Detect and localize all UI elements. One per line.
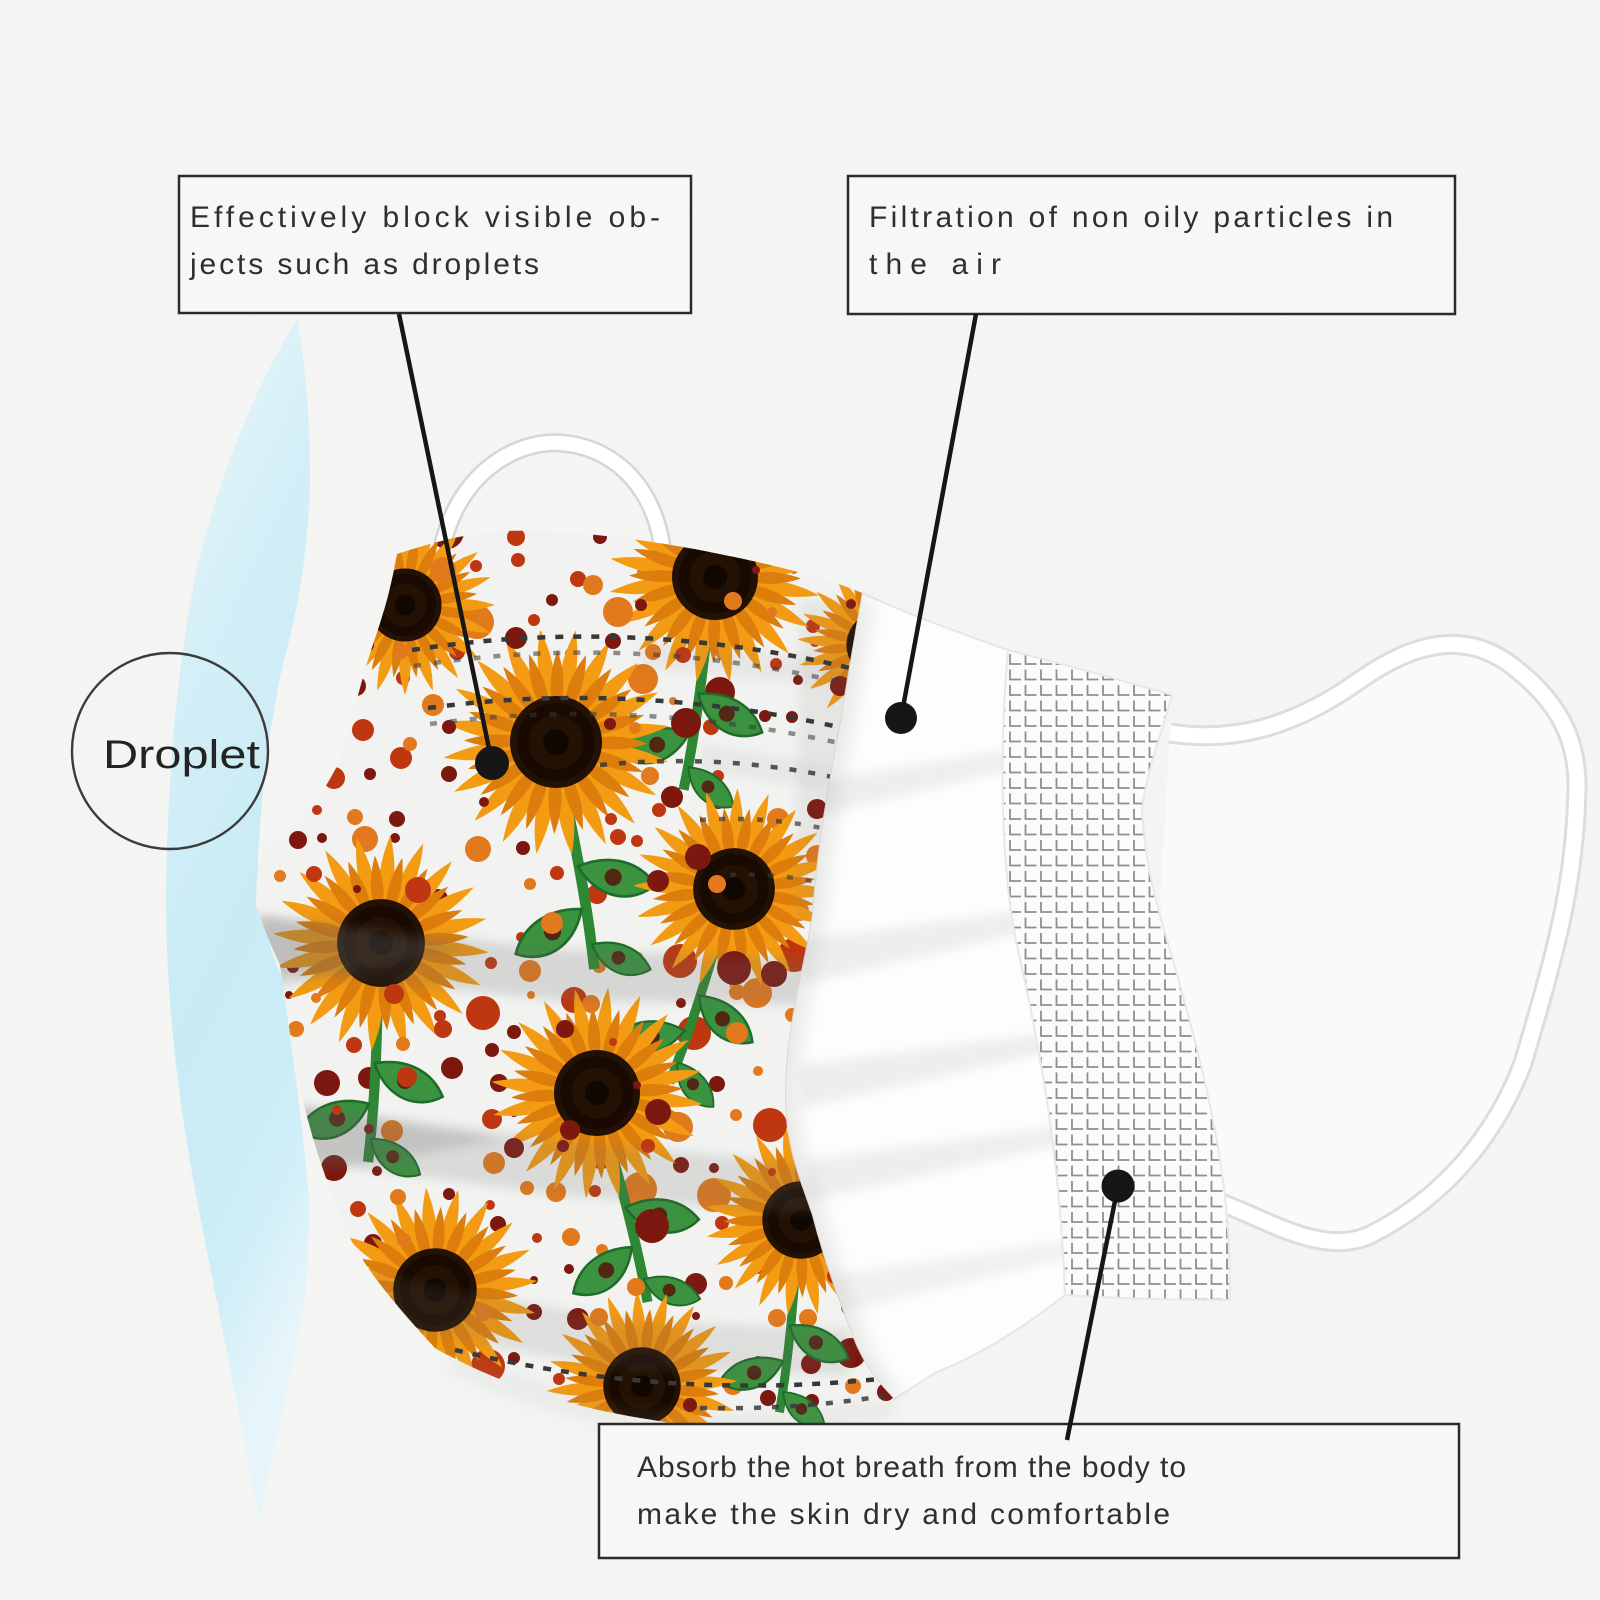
svg-text:Filtration of non oily particl: Filtration of non oily particles in — [869, 201, 1393, 234]
svg-text:Absorb the hot breath from the: Absorb the hot breath from the body to — [637, 1451, 1186, 1484]
svg-text:the air: the air — [869, 248, 1001, 281]
svg-text:jects such as droplets: jects such as droplets — [189, 248, 539, 281]
svg-text:Effectively block visible ob-: Effectively block visible ob- — [190, 201, 660, 234]
svg-text:make the skin dry and comforta: make the skin dry and comfortable — [637, 1498, 1170, 1531]
svg-text:Droplet: Droplet — [103, 733, 260, 777]
